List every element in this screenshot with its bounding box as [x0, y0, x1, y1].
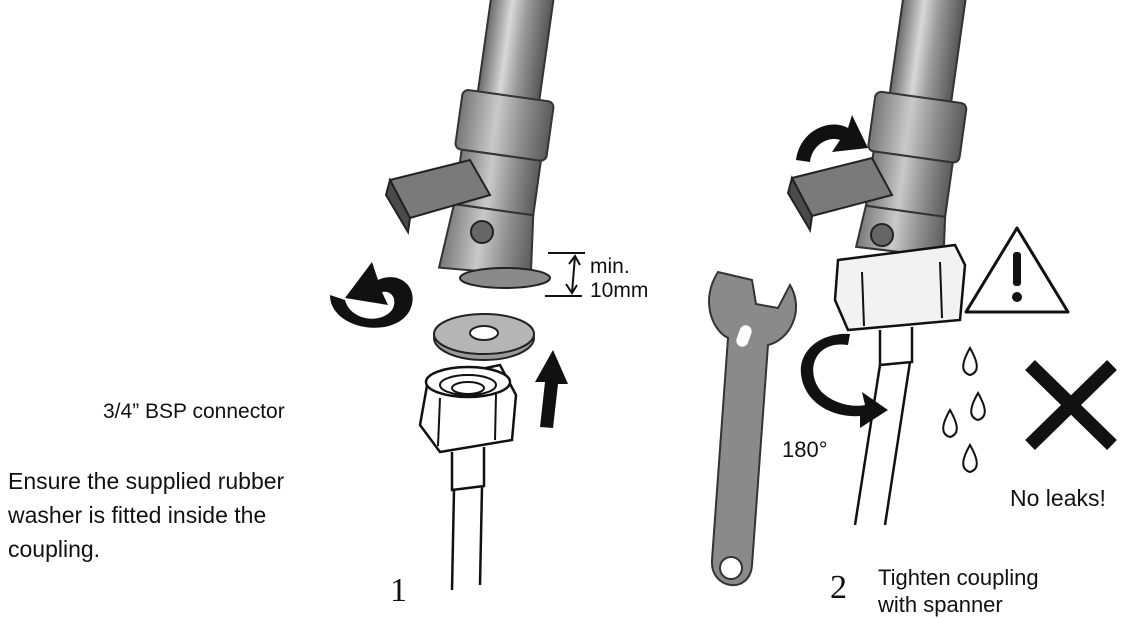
counterclockwise-arrow-icon [330, 262, 413, 328]
no-leak-cross-icon [1025, 359, 1117, 451]
step2-valve [786, 0, 968, 526]
bsp-connector-nut [418, 363, 518, 591]
step1-number: 1 [390, 572, 407, 609]
connector-label: 3/4” BSP connector [103, 400, 285, 423]
warning-icon [964, 226, 1070, 314]
clockwise-arrow-icon [796, 115, 868, 162]
step2-number: 2 [830, 569, 847, 606]
instruction-line2: with spanner [878, 592, 1003, 617]
gap-label-line2: 10mm [590, 279, 649, 302]
washer-note-line3: coupling. [8, 536, 101, 562]
up-arrow-icon [535, 350, 568, 428]
water-drops-icon [942, 345, 986, 474]
washer-note-line1: Ensure the supplied rubber [8, 468, 285, 494]
rotation-180-label: 180° [782, 437, 828, 462]
washer-note-line2: washer is fitted inside the [8, 502, 267, 528]
spanner-icon [708, 270, 798, 587]
no-leaks-label: No leaks! [1010, 485, 1106, 511]
instruction-line1: Tighten coupling [878, 565, 1039, 590]
step1-valve [384, 0, 556, 289]
gap-dimension-marker [545, 252, 585, 297]
rotation-180-arrow-icon [800, 333, 888, 428]
rubber-washer [433, 313, 535, 361]
gap-label-line1: min. [590, 255, 630, 278]
